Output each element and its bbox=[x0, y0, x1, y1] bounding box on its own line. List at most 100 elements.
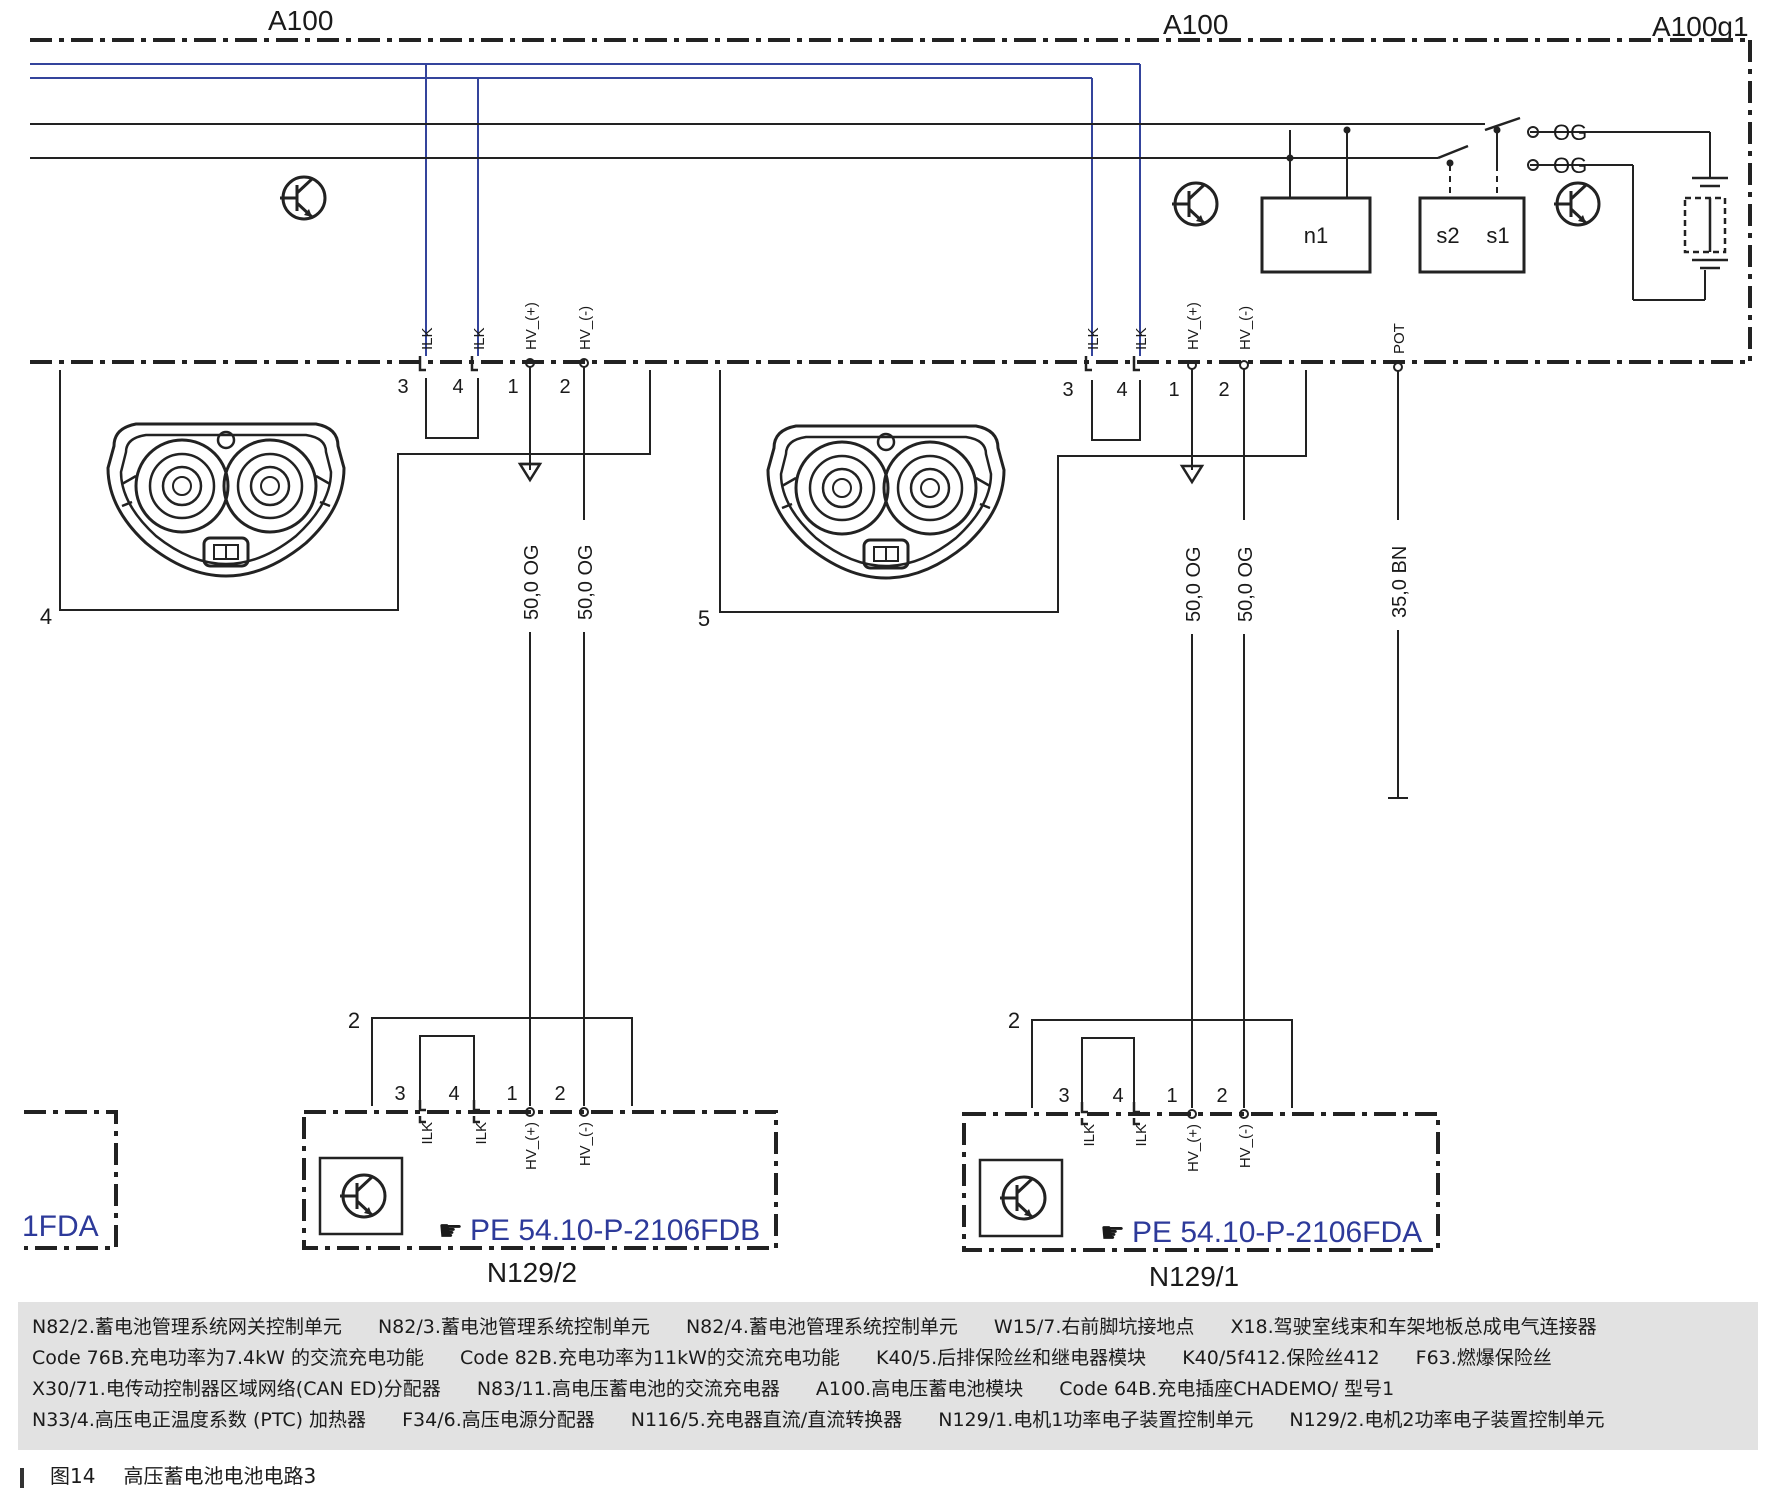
pin-number: 3 bbox=[1062, 379, 1073, 401]
legend-item: X30/71.电传动控制器区域网络(CAN ED)分配器 bbox=[32, 1378, 441, 1400]
legend-item: K40/5f412.保险丝412 bbox=[1182, 1347, 1380, 1369]
legend-item: W15/7.右前脚坑接地点 bbox=[993, 1316, 1195, 1338]
legend-item: N33/4.高压电正温度系数 (PTC) 加热器 bbox=[32, 1409, 367, 1431]
pin-label-hv-plus: HV_(+) bbox=[523, 302, 540, 350]
wire-label-og: 50,0 OG bbox=[575, 544, 597, 620]
pin-number: 3 bbox=[397, 376, 408, 398]
wire-label-og: 50,0 OG bbox=[521, 544, 543, 620]
legend-item: Code 76B.充电功率为7.4kW 的交流充电功能 bbox=[32, 1347, 424, 1369]
og-contacts: OG OG bbox=[1527, 120, 1587, 178]
supply-wires bbox=[30, 123, 1711, 301]
pin-label-ilk: ILK bbox=[1085, 327, 1102, 350]
n129-2-module: 2 3 4 1 2 ILK ILK HV_(+) HV_(-) ☛ PE 54.… bbox=[302, 1008, 778, 1288]
ref-link-fda[interactable]: PE 54.10-P-2106FDA bbox=[1132, 1216, 1422, 1249]
pin-number: 1 bbox=[507, 376, 518, 398]
legend-item: N116/5.充电器直流/直流转换器 bbox=[630, 1409, 903, 1431]
hand-pointer-icon: ☛ bbox=[438, 1215, 463, 1246]
switch-s2 bbox=[1437, 144, 1469, 160]
ref-link-partial[interactable]: 1FDA bbox=[22, 1210, 99, 1243]
pin-number: 1 bbox=[1166, 1085, 1177, 1107]
figure-title: 高压蓄电池电池电路3 bbox=[123, 1464, 317, 1488]
pin-number: 4 bbox=[1112, 1085, 1123, 1107]
partial-module-left: 1FDA bbox=[22, 1110, 118, 1250]
pin-label-ilk: ILK bbox=[419, 1122, 436, 1145]
legend-box: N82/2.蓄电池管理系统网关控制单元 N82/3.蓄电池管理系统控制单元 N8… bbox=[18, 1302, 1758, 1450]
pin-label-ilk: ILK bbox=[1133, 1124, 1150, 1147]
pin-label-hv-minus: HV_(-) bbox=[1237, 1124, 1254, 1168]
caption-bar bbox=[20, 1467, 24, 1488]
pin-number: 3 bbox=[394, 1083, 405, 1105]
n129-2-label: N129/2 bbox=[487, 1257, 577, 1288]
pin-label-ilk: ILK bbox=[419, 327, 436, 350]
pin-label-hv-minus: HV_(-) bbox=[577, 1122, 594, 1166]
legend-item: N129/1.电机1功率电子装置控制单元 bbox=[938, 1409, 1254, 1431]
a100g1-label: A100g1 bbox=[1652, 11, 1749, 42]
pin-label-ilk: ILK bbox=[471, 327, 488, 350]
legend-item: K40/5.后排保险丝和继电器模块 bbox=[875, 1347, 1147, 1369]
hand-pointer-icon: ☛ bbox=[1100, 1217, 1125, 1248]
terminal-2-label: 2 bbox=[1008, 1008, 1020, 1033]
pin-number: 4 bbox=[448, 1083, 459, 1105]
pin-group-left-top: ILK ILK HV_(+) HV_(-) 3 4 1 2 bbox=[397, 302, 594, 398]
charge-socket-icon-left bbox=[106, 422, 346, 578]
pyro-fuse-symbol bbox=[1683, 176, 1728, 270]
hv-wires bbox=[529, 630, 1408, 1108]
n1-label: n1 bbox=[1304, 223, 1328, 248]
terminal-4-label: 4 bbox=[40, 604, 52, 629]
pin-label-hv-minus: HV_(-) bbox=[577, 306, 594, 350]
pin-label-pot: POT bbox=[1391, 323, 1408, 354]
switch-s1 bbox=[1484, 116, 1521, 132]
legend-item: N82/4.蓄电池管理系统控制单元 bbox=[685, 1316, 958, 1338]
legend-item: N82/3.蓄电池管理系统控制单元 bbox=[377, 1316, 650, 1338]
terminal-5-label: 5 bbox=[698, 606, 710, 631]
ground-arrow-icon bbox=[1179, 464, 1205, 485]
legend-item: F34/6.高压电源分配器 bbox=[402, 1409, 595, 1431]
transistor-icon bbox=[998, 1175, 1047, 1221]
legend-item: A100.高电压蓄电池模块 bbox=[815, 1378, 1024, 1400]
charge-socket-left-frame bbox=[59, 367, 651, 611]
pin-number: 2 bbox=[1216, 1085, 1227, 1107]
pin-number: 2 bbox=[1218, 379, 1229, 401]
legend-item: Code 64B.充电插座CHADEMO/ 型号1 bbox=[1059, 1378, 1395, 1400]
pin-label-hv-minus: HV_(-) bbox=[1237, 306, 1254, 350]
terminal-2-label: 2 bbox=[348, 1008, 360, 1033]
legend-item: X18.驾驶室线束和车架地板总成电气连接器 bbox=[1230, 1316, 1597, 1338]
pin-number: 3 bbox=[1058, 1085, 1069, 1107]
og-contact-label-upper: OG bbox=[1553, 120, 1587, 145]
pin-label-ilk: ILK bbox=[473, 1122, 490, 1145]
transistor-icon bbox=[338, 1173, 387, 1219]
figure-caption: 图14 高压蓄电池电池电路3 bbox=[20, 1460, 316, 1489]
charge-socket-right-frame bbox=[719, 369, 1399, 613]
a100-module-boundary bbox=[30, 38, 1752, 364]
pin-number: 2 bbox=[559, 376, 570, 398]
transistor-icon-right bbox=[1552, 181, 1601, 227]
charge-socket-icon-right bbox=[766, 424, 1006, 580]
a100-label-left: A100 bbox=[268, 5, 333, 36]
pin-number: 1 bbox=[506, 1083, 517, 1105]
n129-1-label: N129/1 bbox=[1149, 1261, 1239, 1292]
wire-label-og: 50,0 OG bbox=[1183, 546, 1205, 622]
n1-box bbox=[1260, 196, 1372, 274]
pin-label-hv-plus: HV_(+) bbox=[1185, 302, 1202, 350]
pin-label-hv-plus: HV_(+) bbox=[1185, 1124, 1202, 1172]
legend-item: N129/2.电机2功率电子装置控制单元 bbox=[1289, 1409, 1605, 1431]
s-box bbox=[1418, 196, 1526, 274]
legend-item: F63.燃爆保险丝 bbox=[1415, 1347, 1552, 1369]
s2-label: s2 bbox=[1436, 223, 1459, 248]
pin-number: 2 bbox=[554, 1083, 565, 1105]
pin-label-hv-plus: HV_(+) bbox=[523, 1122, 540, 1170]
pin-label-ilk: ILK bbox=[1081, 1124, 1098, 1147]
legend-item: N82/2.蓄电池管理系统网关控制单元 bbox=[32, 1316, 342, 1338]
n129-1-module: 2 3 4 1 2 ILK ILK HV_(+) HV_(-) ☛ PE 54.… bbox=[962, 1008, 1440, 1292]
pin-label-ilk: ILK bbox=[1133, 327, 1150, 350]
ref-link-fdb[interactable]: PE 54.10-P-2106FDB bbox=[470, 1214, 760, 1247]
pin-number: 4 bbox=[1116, 379, 1127, 401]
og-contact-label-lower: OG bbox=[1553, 153, 1587, 178]
pin-number: 1 bbox=[1168, 379, 1179, 401]
figure-number: 图14 bbox=[50, 1464, 96, 1488]
transistor-icon-left bbox=[278, 175, 327, 221]
legend-item: Code 82B.充电功率为11kW的交流充电功能 bbox=[460, 1347, 840, 1369]
wire-label-og: 50,0 OG bbox=[1235, 546, 1257, 622]
wire-label-bn: 35,0 BN bbox=[1389, 546, 1411, 618]
